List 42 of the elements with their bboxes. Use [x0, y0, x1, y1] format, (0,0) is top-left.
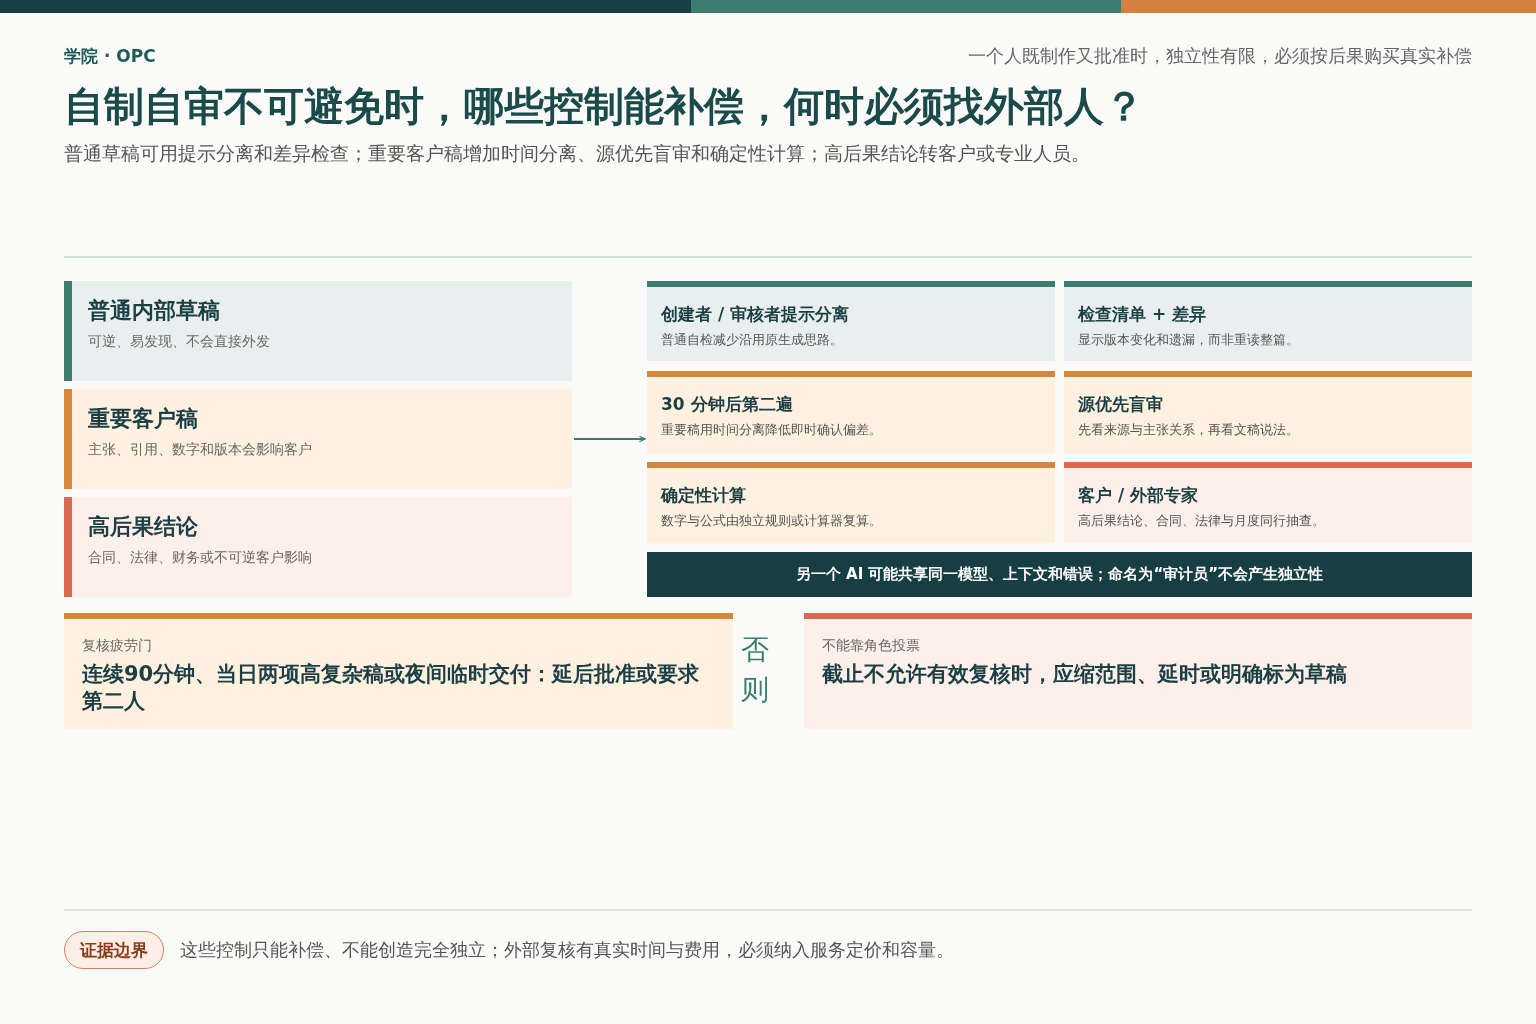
- page-title: 自制自审不可避免时，哪些控制能补偿，何时必须找外部人？: [64, 82, 1144, 131]
- card-title: 创建者 / 审核者提示分离: [661, 303, 851, 326]
- card-title: 确定性计算: [661, 484, 747, 507]
- rule-card: [804, 613, 1472, 729]
- card-title: 30 分钟后第二遍: [661, 393, 794, 416]
- category-card: [64, 281, 572, 381]
- card-text: 数字与公式由独立规则或计算器复算。: [661, 512, 883, 530]
- card-title: 客户 / 外部专家: [1078, 484, 1200, 507]
- footer-note: 这些控制只能补偿、不能创造完全独立；外部复核有真实时间与费用，必须纳入服务定价和容量。: [180, 938, 954, 962]
- card-text: 合同、法律、财务或不可逆客户影响: [88, 548, 313, 567]
- card-text: 截止不允许有效复核时，应缩范围、延时或明确标为草稿: [822, 661, 1348, 688]
- card-text: 显示版本变化和遗漏，而非重读整篇。: [1078, 331, 1300, 349]
- warning-banner: 另一个 AI 可能共享同一模型、上下文和错误；命名为“审计员”不会产生独立性: [647, 552, 1472, 597]
- card-text: 普通自检减少沿用原生成思路。: [661, 331, 844, 349]
- card-title: 源优先盲审: [1078, 393, 1164, 416]
- card-title: 检查清单 + 差异: [1078, 303, 1208, 326]
- control-card: [1064, 462, 1472, 543]
- card-label: 不能靠角色投票: [822, 636, 921, 655]
- category-card: [64, 389, 572, 489]
- control-card: [1064, 281, 1472, 361]
- card-text: 先看来源与主张关系，再看文稿说法。: [1078, 421, 1300, 439]
- card-title: 重要客户稿: [88, 405, 199, 433]
- card-text: 高后果结论、合同、法律与月度同行抽查。: [1078, 512, 1326, 530]
- control-card: [647, 462, 1055, 543]
- subtitle: 普通草稿可用提示分离和差异检查；重要客户稿增加时间分离、源优先盲审和确定性计算；高后果结论转客户或专业人员。: [64, 141, 1090, 166]
- card-text: 主张、引用、数字和版本会影响客户: [88, 440, 313, 459]
- category-card: [64, 497, 572, 597]
- rule-card: [64, 613, 733, 729]
- card-title: 高后果结论: [88, 513, 199, 541]
- header-note: 一个人既制作又批准时，独立性有限，必须按后果购买真实补偿: [968, 45, 1472, 67]
- arrow: [573, 435, 646, 443]
- card-label: 复核疲劳门: [82, 636, 153, 655]
- side-label: 否则: [740, 632, 770, 708]
- control-card: [647, 371, 1055, 453]
- card-title: 普通内部草稿: [88, 297, 221, 325]
- card-text: 重要稿用时间分离降低即时确认偏差。: [661, 421, 883, 439]
- card-text: 可逆、易发现、不会直接外发: [88, 332, 271, 351]
- header-label: 学院 · OPC: [64, 45, 156, 67]
- control-card: [1064, 371, 1472, 453]
- tag-pill: 证据边界: [64, 931, 164, 969]
- control-card: [647, 281, 1055, 361]
- card-text: 连续90分钟、当日两项高复杂稿或夜间临时交付：延后批准或要求第二人: [82, 661, 701, 715]
